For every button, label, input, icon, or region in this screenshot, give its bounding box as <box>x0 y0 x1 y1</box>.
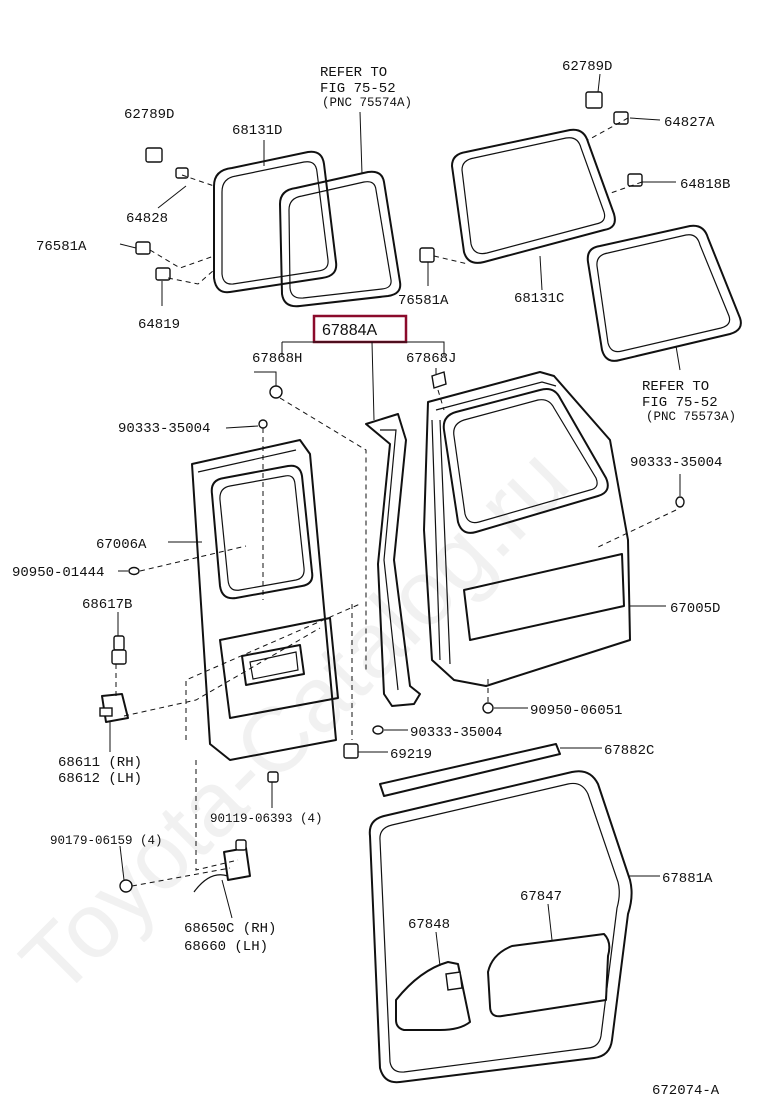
label-69219: 69219 <box>390 747 432 763</box>
label-64818b: 64818B <box>680 177 730 193</box>
label-68650c: 68650C (RH) <box>184 921 276 937</box>
trim-board-67847[interactable] <box>487 933 611 1018</box>
right-glass-weatherstrip-68131c[interactable] <box>451 128 616 264</box>
label-68611: 68611 (RH) <box>58 755 142 771</box>
label-67868h: 67868H <box>252 351 302 367</box>
label-67848: 67848 <box>408 917 450 933</box>
label-90950-01444: 90950-01444 <box>12 565 104 581</box>
right-door-panel-67005d[interactable] <box>423 371 631 687</box>
label-67882c: 67882C <box>604 743 654 759</box>
clip-64818b[interactable] <box>627 173 643 187</box>
label-67847: 67847 <box>520 889 562 905</box>
grommet-90333-right[interactable] <box>675 496 685 508</box>
label-62789d-left: 62789D <box>124 107 174 123</box>
clip-62789d-right[interactable] <box>585 91 603 109</box>
grommet-90333-bottom[interactable] <box>372 725 384 735</box>
label-90119-06393: 90119-06393 (4) <box>210 812 323 826</box>
clip-64819[interactable] <box>155 267 171 281</box>
clip-64828[interactable] <box>175 167 189 179</box>
clip-67868j[interactable] <box>431 371 447 389</box>
label-68131d: 68131D <box>232 123 282 139</box>
door-lock-68650c[interactable] <box>193 839 251 893</box>
hinge-pin-68617b[interactable] <box>111 635 127 665</box>
bolt-90179-06159[interactable] <box>119 879 133 893</box>
label-76581a-left: 76581A <box>36 239 87 255</box>
refer-lower-line-3: (PNC 75573A) <box>646 410 736 424</box>
screw-90119-06393[interactable] <box>267 771 279 783</box>
left-glass-refer-75574a[interactable] <box>279 170 402 308</box>
refer-upper-line-3: (PNC 75574A) <box>322 96 412 110</box>
label-68131c: 68131C <box>514 291 564 307</box>
clip-64827a[interactable] <box>613 111 629 125</box>
hinge-68611-68612[interactable] <box>99 693 129 723</box>
left-glass-weatherstrip-68131d[interactable] <box>213 150 338 294</box>
left-door-panel-67006a[interactable] <box>191 439 339 761</box>
trim-board-67848[interactable] <box>395 961 471 1031</box>
refer-upper: REFER TO FIG 75-52 (PNC 75574A) <box>320 65 412 110</box>
label-68612: 68612 (LH) <box>58 771 142 787</box>
label-90950-06051: 90950-06051 <box>530 703 622 719</box>
diagram-id: 672074-A <box>652 1083 720 1099</box>
label-67884a: 67884A <box>322 322 377 339</box>
label-68660: 68660 (LH) <box>184 939 268 955</box>
plug-90950-01444[interactable] <box>128 566 140 576</box>
refer-lower-line-1: REFER TO <box>642 379 709 395</box>
right-glass-refer-75573a[interactable] <box>586 224 742 362</box>
refer-upper-line-2: FIG 75-52 <box>320 81 396 97</box>
label-90333-35004-bottom: 90333-35004 <box>410 725 502 741</box>
label-90333-35004-left: 90333-35004 <box>118 421 210 437</box>
label-67868j: 67868J <box>406 351 456 367</box>
label-76581a-mid: 76581A <box>398 293 449 309</box>
door-frame-weatherstrip-67884a[interactable] <box>365 413 421 707</box>
label-64819: 64819 <box>138 317 180 333</box>
stopper-69219[interactable] <box>343 743 359 759</box>
door-weatherstrip-67881a[interactable] <box>368 770 633 1084</box>
label-67005d: 67005D <box>670 601 720 617</box>
label-90179-06159: 90179-06159 (4) <box>50 834 163 848</box>
label-67881a: 67881A <box>662 871 713 887</box>
clip-76581a-mid[interactable] <box>419 247 435 263</box>
plug-90950-06051[interactable] <box>482 702 494 714</box>
label-68617b: 68617B <box>82 597 132 613</box>
label-67006a: 67006A <box>96 537 147 553</box>
clip-67868h[interactable] <box>269 385 283 399</box>
weatherstrip-67882c[interactable] <box>379 743 561 797</box>
refer-lower-line-2: FIG 75-52 <box>642 395 718 411</box>
label-64827a: 64827A <box>664 115 715 131</box>
clip-76581a-left[interactable] <box>135 241 151 255</box>
label-62789d-right: 62789D <box>562 59 612 75</box>
refer-lower: REFER TO FIG 75-52 (PNC 75573A) <box>642 379 736 424</box>
clip-62789d-left[interactable] <box>145 147 163 163</box>
label-64828: 64828 <box>126 211 168 227</box>
label-90333-35004-right: 90333-35004 <box>630 455 722 471</box>
grommet-90333-left[interactable] <box>258 419 268 429</box>
refer-upper-line-1: REFER TO <box>320 65 387 81</box>
